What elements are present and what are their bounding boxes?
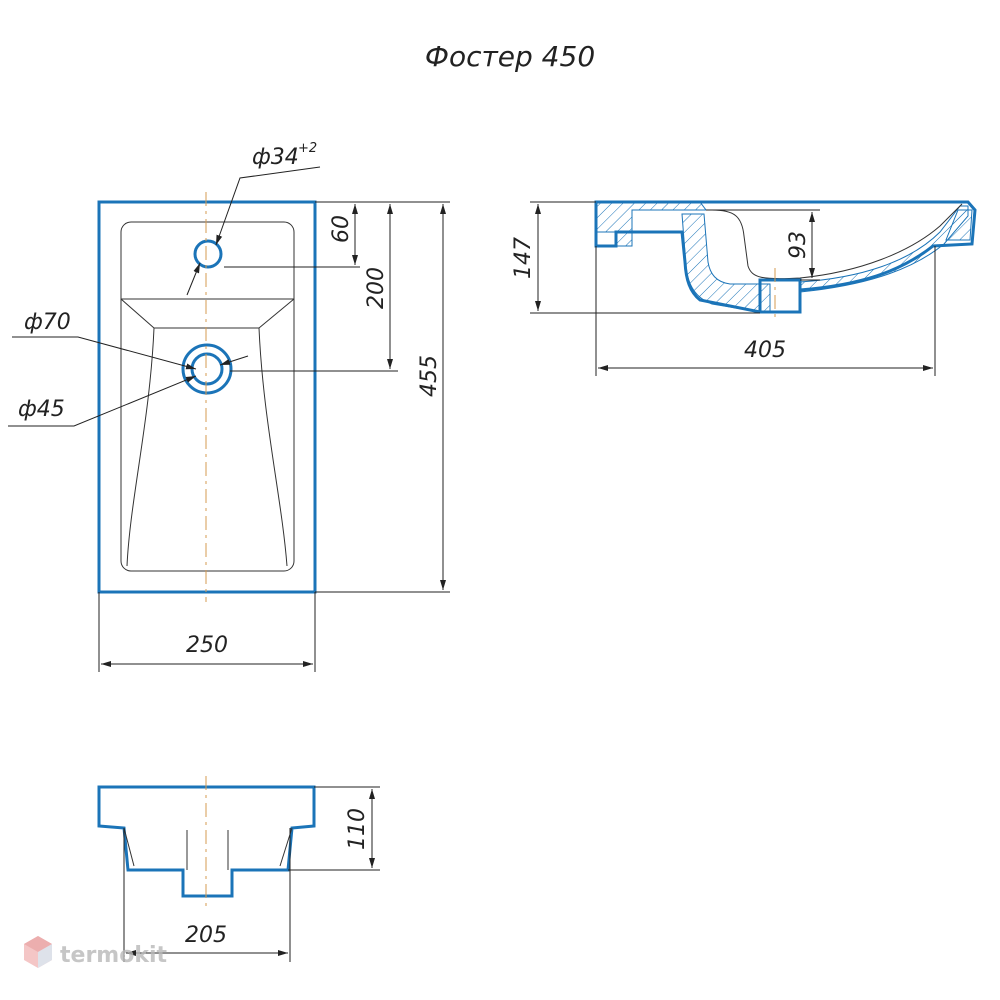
drain-70-leader: [12, 336, 197, 370]
front-view: 110 205: [97, 776, 380, 962]
dim-205-label: 205: [185, 923, 227, 948]
dim-93-label: 93: [786, 231, 811, 259]
drain-inner: [190, 352, 224, 386]
section-hatch-rim: [595, 201, 707, 247]
section-hatch-bowl: [799, 205, 969, 293]
dim-455-label: 455: [417, 355, 442, 397]
dim-110-label: 110: [345, 808, 370, 850]
top-view: 60 200 455 250 ф34 +2 ф70 ф45: [8, 141, 450, 672]
top-view-outer-rim: [97, 200, 317, 594]
dim-147-label: 147: [511, 237, 536, 279]
dim-250-label: 250: [186, 633, 228, 658]
dim-60-label: 60: [329, 215, 354, 243]
bowl-curve-left: [126, 327, 155, 567]
watermark: termokit: [24, 936, 167, 968]
tap-hole-label: ф34: [252, 145, 299, 170]
dim-405-label: 405: [744, 338, 786, 363]
tap-hole-leader: [215, 166, 321, 246]
section-bowl-inner: [711, 203, 963, 280]
drain-70-label: ф70: [24, 310, 71, 335]
tap-hole: [193, 239, 223, 269]
front-view-bowl-left: [123, 827, 135, 867]
drain-45-label: ф45: [18, 397, 65, 422]
section-hatch-overflow: [945, 209, 973, 241]
bowl-edge-right: [258, 298, 295, 329]
bowl-curve-right: [258, 327, 288, 567]
drawing-title: Фостер 450: [425, 40, 595, 73]
drain-outer: [181, 343, 233, 395]
drain-45-leader: [8, 375, 197, 427]
top-view-inner-rim: [120, 221, 295, 572]
tap-hole-tolerance: +2: [298, 141, 317, 156]
watermark-text: termokit: [60, 943, 167, 968]
section-hatch-wall: [681, 213, 771, 313]
bowl-edge-left: [120, 298, 155, 329]
section-drain: [758, 278, 802, 314]
side-section-view: 147 93 405: [511, 200, 977, 376]
dim-200-label: 200: [364, 267, 389, 309]
